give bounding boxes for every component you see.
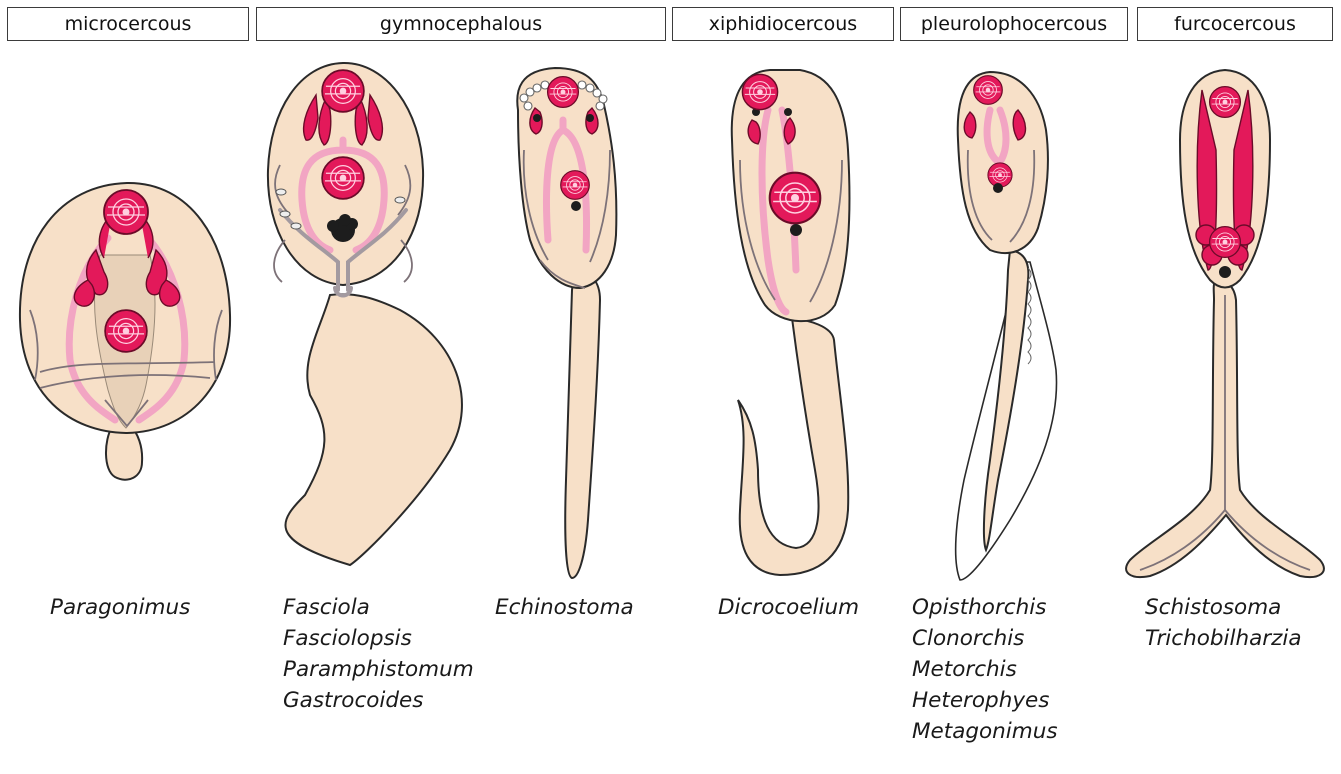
genus-list-gymnocephalous-a: Fasciola Fasciolopsis Paramphistomum Gas… [283,592,474,716]
genus-name: Dicrocoelium [718,592,859,623]
genus-name: Paragonimus [50,592,190,623]
genus-name: Trichobilharzia [1145,623,1302,654]
cercaria-schistosoma [1126,70,1324,577]
genus-name: Fasciolopsis [283,623,474,654]
genus-name: Echinostoma [495,592,634,623]
cercaria-echinostoma [517,68,616,578]
genus-list-pleurolophocercous: Opisthorchis Clonorchis Metorchis Hetero… [912,592,1058,747]
genus-name: Fasciola [283,592,474,623]
genus-name: Metagonimus [912,716,1058,747]
genus-name: Heterophyes [912,685,1058,716]
genus-list-furcocercous: Schistosoma Trichobilharzia [1145,592,1302,654]
genus-name: Gastrocoides [283,685,474,716]
genus-list-xiphidiocercous: Dicrocoelium [718,592,859,623]
cercaria-paragonimus [20,183,230,480]
genus-name: Opisthorchis [912,592,1058,623]
cercaria-opisthorchis [956,72,1057,580]
genus-name: Metorchis [912,654,1058,685]
genus-name: Paramphistomum [283,654,474,685]
genus-name: Clonorchis [912,623,1058,654]
genus-name: Schistosoma [1145,592,1302,623]
cercaria-dicrocoelium [732,70,850,575]
genus-list-microcercous: Paragonimus [50,592,190,623]
genus-list-gymnocephalous-b: Echinostoma [495,592,634,623]
cercaria-fasciola [268,63,462,565]
